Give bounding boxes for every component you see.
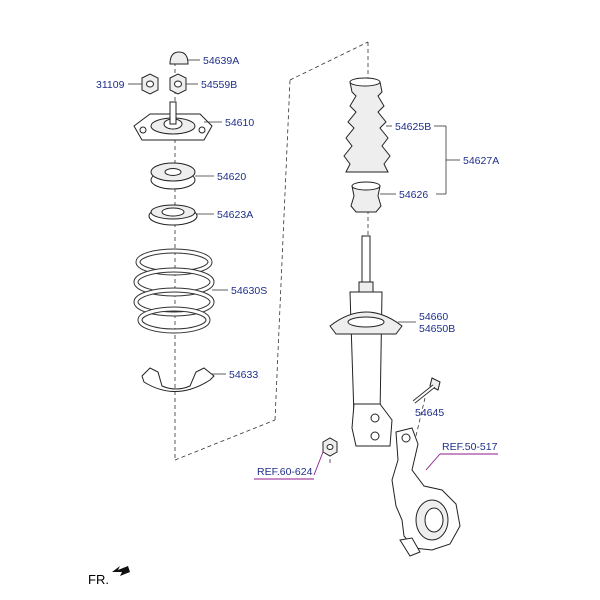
part-54620-bearing: 54620 <box>150 162 246 190</box>
part-54559B-nut: 54559B <box>169 73 237 95</box>
part-54639A-cap: 54639A <box>169 51 239 67</box>
part-54630S-coil-spring: 54630S <box>133 248 267 334</box>
label-54645[interactable]: 54645 <box>415 407 444 419</box>
label-31109[interactable]: 31109 <box>96 79 125 91</box>
label-54623A[interactable]: 54623A <box>217 209 253 221</box>
part-31109-nut: 31109 <box>96 73 159 95</box>
part-lower-nut <box>322 437 338 457</box>
part-54623A-spring-seat: 54623A <box>148 204 253 226</box>
part-54610-strut-mount: 54610 <box>133 101 254 141</box>
bracket-54627A: 54627A <box>434 125 499 195</box>
reference-50-517: REF.50-517 <box>425 441 498 471</box>
part-54626-bump-stop: 54626 <box>350 181 428 213</box>
reference-60-624: REF.60-624 <box>254 451 324 480</box>
front-arrow-icon <box>112 566 130 576</box>
ref-label-60-624[interactable]: REF.60-624 <box>257 466 313 478</box>
label-54650B[interactable]: 54650B <box>419 323 455 335</box>
label-54620[interactable]: 54620 <box>217 171 246 183</box>
label-54630S[interactable]: 54630S <box>231 285 267 297</box>
fr-label: FR. <box>88 572 109 587</box>
front-direction-indicator: FR. <box>88 566 130 587</box>
part-strut-assembly: 54660 54650B <box>329 235 455 447</box>
ref-label-50-517[interactable]: REF.50-517 <box>442 441 498 453</box>
part-54633-spring-pad: 54633 <box>141 367 258 392</box>
label-54610[interactable]: 54610 <box>225 117 254 129</box>
label-54627A[interactable]: 54627A <box>463 155 499 167</box>
label-54660[interactable]: 54660 <box>419 311 448 323</box>
part-steering-knuckle <box>391 427 461 557</box>
part-54625B-dust-boot: 54625B <box>343 77 431 173</box>
assembly-dashed-lines <box>174 41 426 465</box>
label-54633[interactable]: 54633 <box>229 369 258 381</box>
part-54645-bolt: 54645 <box>412 377 444 419</box>
label-54639A[interactable]: 54639A <box>203 55 239 67</box>
label-54625B[interactable]: 54625B <box>395 121 431 133</box>
label-54626[interactable]: 54626 <box>399 189 428 201</box>
label-54559B[interactable]: 54559B <box>201 79 237 91</box>
